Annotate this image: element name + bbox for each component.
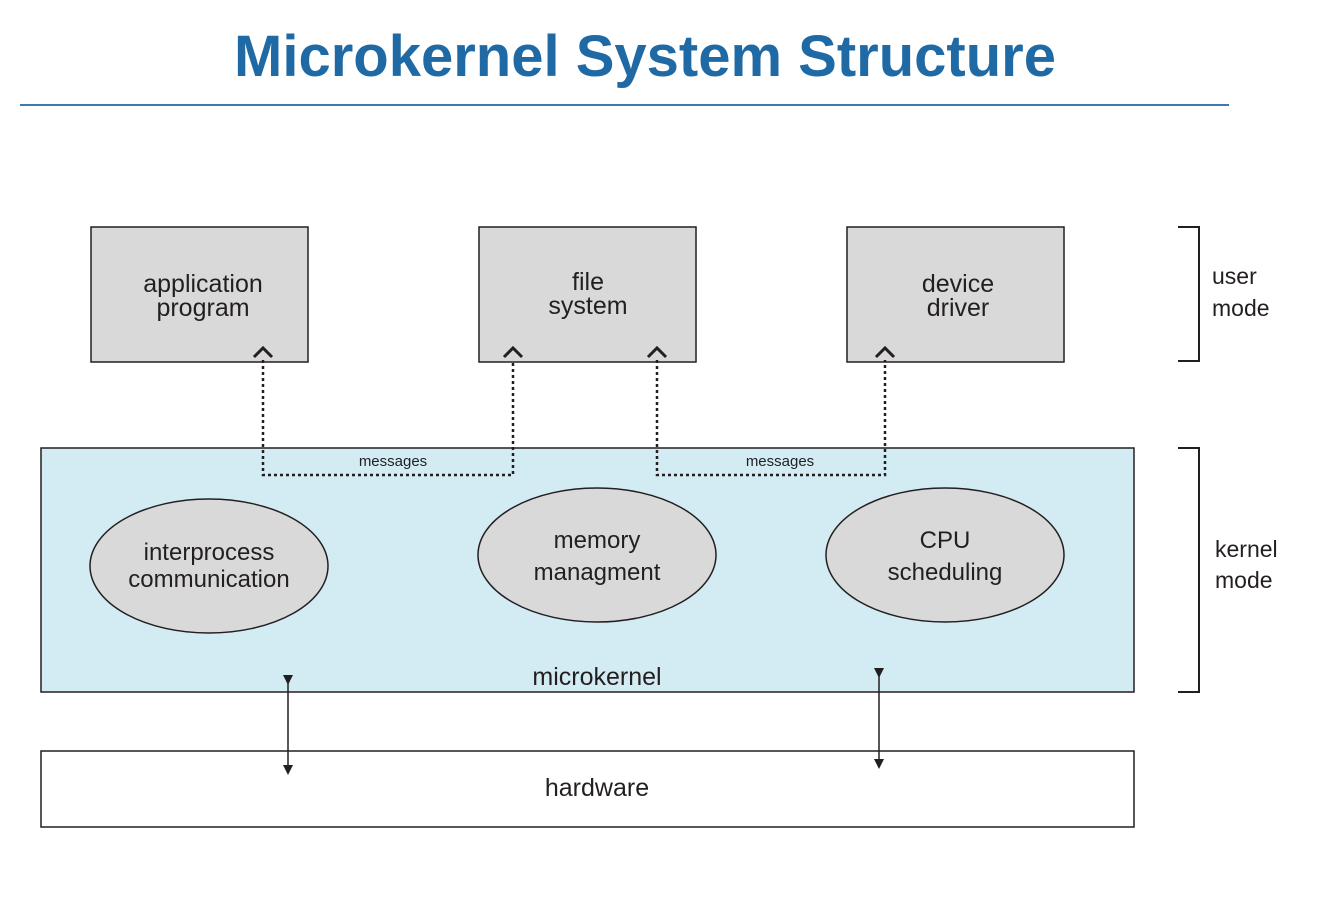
oval-label-line2: managment [534,559,661,586]
kernel-oval-cpu-scheduling: CPU scheduling [825,487,1065,623]
messages-label: messages [746,453,814,470]
message-arrowhead [874,345,896,359]
user-box-label-line2: system [548,292,627,320]
microkernel-label: microkernel [532,663,661,691]
messages-label: messages [359,453,427,470]
hardware-label: hardware [545,774,649,802]
oval-label-line1: interprocess [144,539,275,566]
page-title: Microkernel System Structure [234,24,1056,89]
oval-label-line2: scheduling [888,559,1003,586]
user-box-device-driver: device driver [846,226,1065,363]
kernel-mode-bracket [1178,447,1200,693]
message-path-left [261,360,515,477]
oval-label-line1: CPU [920,527,971,554]
kernel-oval-interprocess-communication: interprocess communication [89,498,329,634]
kernel-mode-label-line2: mode [1215,567,1273,593]
user-box-label-line2: driver [927,294,990,322]
user-box-label-line2: program [156,294,249,322]
oval-label-line1: memory [554,527,641,554]
message-arrowhead [646,345,668,359]
user-box-label-line1: file [572,268,604,296]
user-mode-label-line2: mode [1212,295,1270,321]
message-arrowhead [502,345,524,359]
message-arrowhead [252,345,274,359]
message-path-right [655,360,887,477]
kernel-mode-label-line1: kernel [1215,536,1278,562]
hardware-box [40,750,1135,828]
user-mode-label-line1: user [1212,263,1257,289]
user-box-label-line1: device [922,270,994,298]
user-mode-bracket [1178,226,1200,362]
user-box-application-program: application program [90,226,309,363]
user-box-label-line1: application [143,270,263,298]
kernel-oval-memory-managment: memory managment [477,487,717,623]
title-divider [20,104,1229,106]
oval-label-line2: communication [128,566,289,593]
user-box-file-system: file system [478,226,697,363]
